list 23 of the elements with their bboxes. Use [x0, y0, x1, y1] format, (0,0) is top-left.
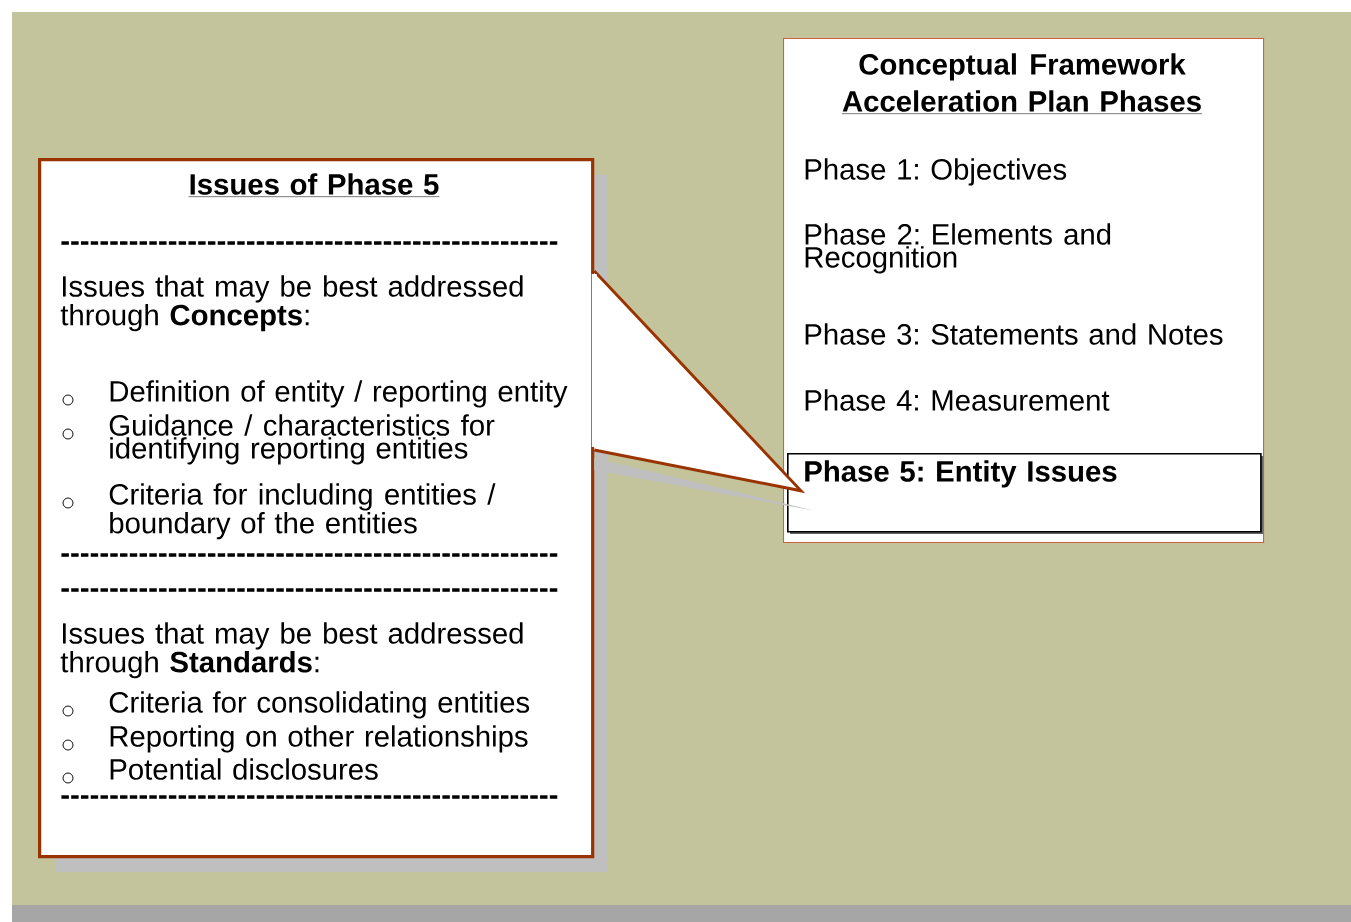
phase-label: Phase 5: Entity Issues	[805, 460, 1117, 488]
dashed-rule: ---------------------------------------------------	[61, 588, 558, 592]
heading: Conceptual Framework	[859, 53, 1186, 81]
dashed-rule: ---------------------------------------------------	[61, 795, 558, 799]
heading: Issues of Phase 5	[188, 173, 440, 197]
text-line: Phase 4: Measurement	[805, 389, 1110, 411]
text-line: Phase 2: Elements and Recognition	[805, 223, 1111, 274]
list-item: Guidance / characteristics for identifying reporting entities	[109, 414, 495, 465]
text-line: Issues that may be best addressed through Standards:	[60, 622, 523, 679]
list-item: Definition of entity / reporting entity	[110, 380, 568, 408]
phase-box	[787, 453, 1263, 534]
heading: Acceleration Plan Phases	[841, 90, 1203, 114]
list-item: Criteria for including entities / boundary of the entities	[109, 483, 496, 540]
text-line: Phase 3: Statements and Notes	[805, 323, 1223, 345]
callout-pointer	[591, 269, 815, 511]
callout-box	[38, 158, 608, 872]
list-item: Criteria for consolidating entities	[109, 691, 530, 719]
list-item: Potential disclosures	[110, 758, 378, 780]
dashed-rule: ---------------------------------------------------	[61, 553, 558, 557]
text-line: Phase 1: Objectives	[805, 158, 1067, 186]
text-line: Issues that may be best addressed through Concepts:	[60, 275, 523, 332]
list-item: Reporting on other relationships	[110, 725, 528, 753]
dashed-rule: ---------------------------------------------------	[61, 241, 558, 245]
